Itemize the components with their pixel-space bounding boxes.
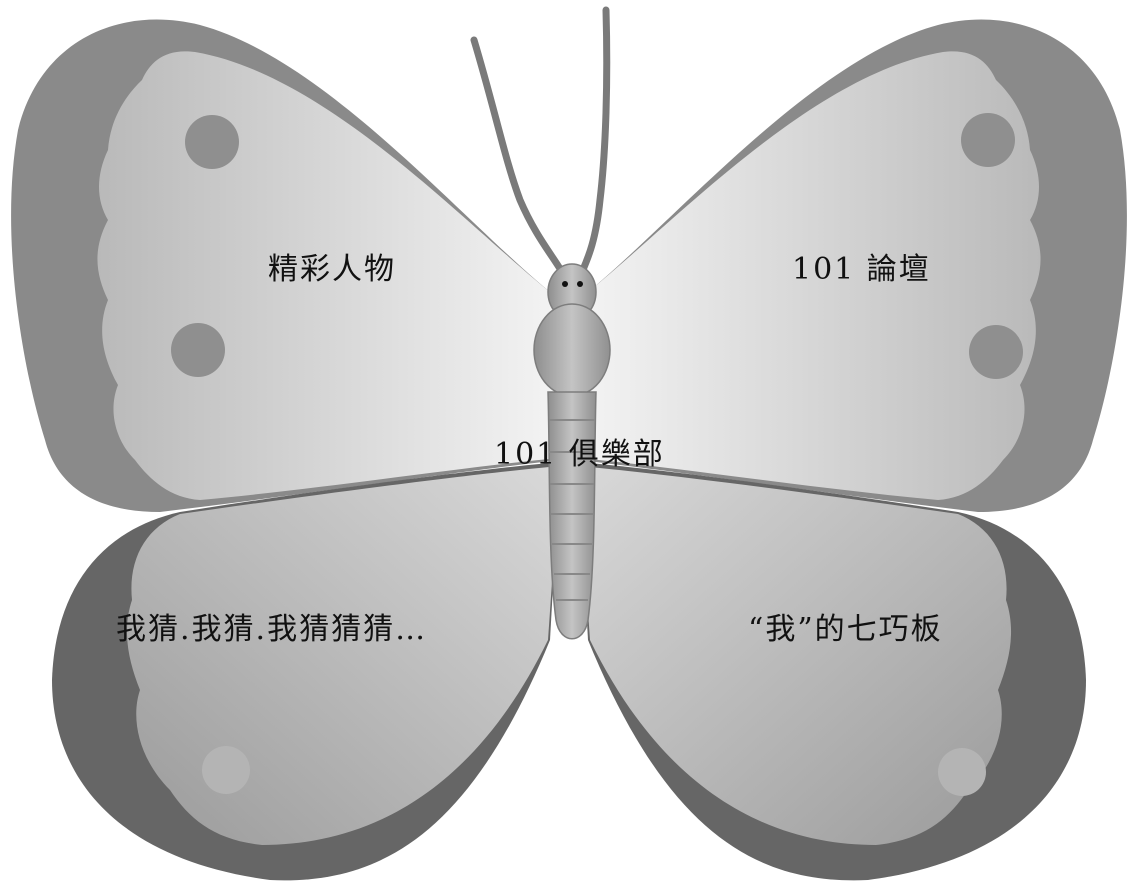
lower-right-wing[interactable] bbox=[578, 462, 1086, 880]
wing-spot-icon bbox=[185, 115, 239, 169]
wing-spot-icon bbox=[969, 325, 1023, 379]
wing-label-lower-right[interactable]: “我”的七巧板 bbox=[748, 615, 943, 645]
wing-spot-icon bbox=[202, 746, 250, 794]
wing-label-upper-right[interactable]: 101 論壇 bbox=[792, 255, 931, 285]
wing-spot-icon bbox=[171, 323, 225, 377]
wing-label-lower-left[interactable]: 我猜.我猜.我猜猜猜… bbox=[116, 615, 427, 645]
wing-label-center[interactable]: 101 俱樂部 bbox=[494, 440, 665, 470]
wing-label-upper-left[interactable]: 精彩人物 bbox=[268, 255, 396, 285]
lower-left-wing[interactable] bbox=[52, 462, 560, 880]
antenna-icon bbox=[474, 10, 607, 272]
wing-spot-icon bbox=[961, 113, 1015, 167]
wing-spot-icon bbox=[938, 748, 986, 796]
